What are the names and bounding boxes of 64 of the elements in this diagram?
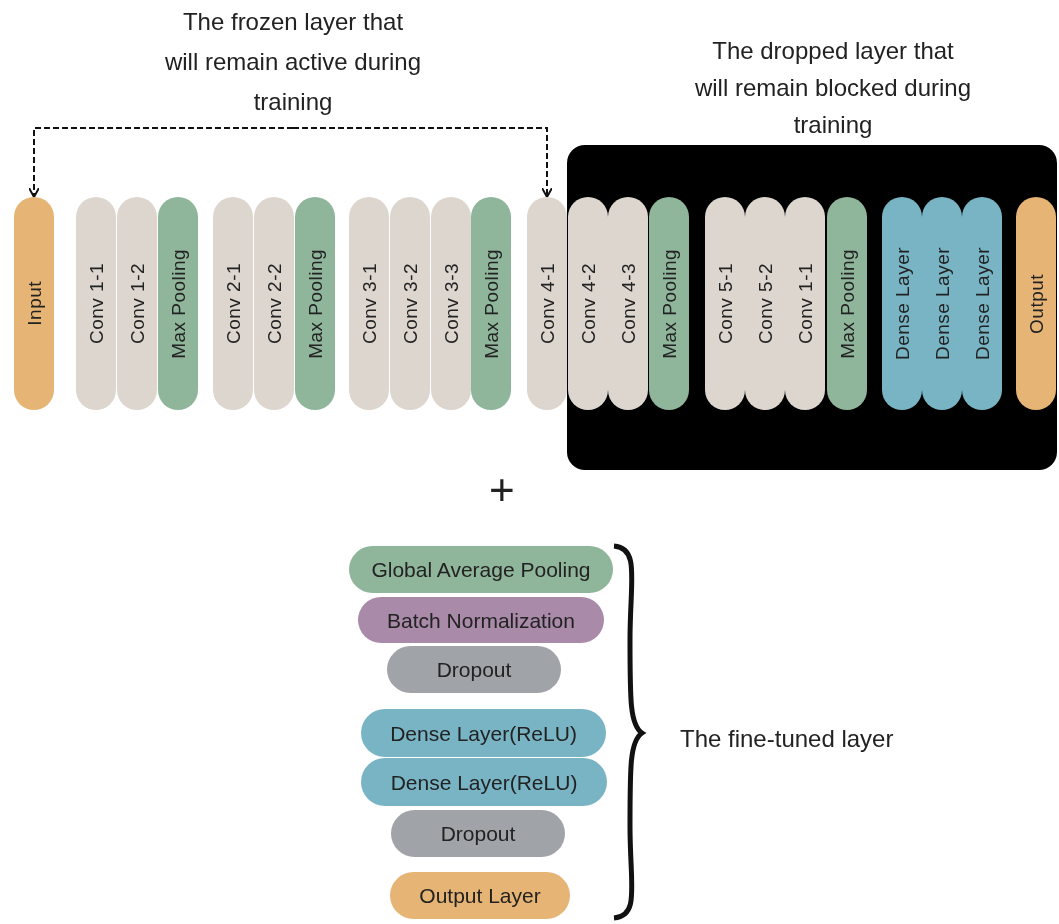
layer-pill bbox=[568, 197, 608, 410]
layer-pill bbox=[391, 810, 565, 857]
layer-label: Input bbox=[24, 281, 44, 326]
layer-label: Output Layer bbox=[419, 885, 541, 906]
layer-pill bbox=[295, 197, 335, 410]
layer-label: Conv 2-1 bbox=[223, 263, 243, 344]
layer-pill bbox=[608, 197, 648, 410]
layer-pill bbox=[785, 197, 825, 410]
layer-label: Conv 4-3 bbox=[618, 263, 638, 344]
layer-pill bbox=[705, 197, 745, 410]
layer-pill bbox=[361, 758, 607, 806]
layer-label: Max Pooling bbox=[168, 248, 188, 359]
layer-label: Conv 5-2 bbox=[755, 263, 775, 344]
layer-label: Conv 1-1 bbox=[795, 263, 815, 344]
dashed-arrow bbox=[292, 127, 553, 198]
layer-pill bbox=[349, 197, 389, 410]
layer-label: Conv 5-1 bbox=[715, 263, 735, 344]
layer-label: Dense Layer bbox=[932, 247, 952, 360]
caption-text: The dropped layer that will remain blocked during training bbox=[693, 36, 973, 140]
layer-label: Conv 1-2 bbox=[127, 263, 147, 344]
plus-sign: + bbox=[489, 468, 515, 512]
layer-label: Conv 3-3 bbox=[441, 263, 461, 344]
layer-label: Max Pooling bbox=[305, 248, 325, 359]
layer-label: Conv 4-1 bbox=[537, 263, 557, 344]
layer-label: Dense Layer bbox=[972, 247, 992, 360]
layer-label: Max Pooling bbox=[837, 248, 857, 359]
layer-pill bbox=[962, 197, 1002, 410]
layer-pill bbox=[471, 197, 511, 410]
layer-pill bbox=[827, 197, 867, 410]
layer-pill bbox=[390, 872, 570, 919]
layer-label: Conv 2-2 bbox=[264, 263, 284, 344]
caption-text: The frozen layer that will remain active during training bbox=[163, 2, 423, 122]
layer-pill bbox=[213, 197, 253, 410]
layer-label: Conv 3-2 bbox=[400, 263, 420, 344]
layer-label: Global Average Pooling bbox=[371, 559, 591, 580]
layer-label: Conv 1-1 bbox=[86, 263, 106, 344]
layer-label: Dense Layer(ReLU) bbox=[390, 722, 577, 744]
layer-label: Dense Layer(ReLU) bbox=[390, 771, 578, 793]
layer-pill bbox=[649, 197, 689, 410]
bracket-label: The fine-tuned layer bbox=[680, 727, 894, 751]
layer-label: Max Pooling bbox=[659, 248, 679, 359]
dashed-arrow bbox=[28, 127, 294, 198]
layer-label: Batch Normalization bbox=[387, 609, 575, 631]
layer-pill bbox=[117, 197, 157, 410]
layer-label: Dropout bbox=[436, 659, 512, 680]
layer-pill bbox=[527, 197, 567, 410]
layer-pill bbox=[76, 197, 116, 410]
layer-pill bbox=[254, 197, 294, 410]
layer-label: Dropout bbox=[440, 823, 516, 844]
layer-pill bbox=[1016, 197, 1056, 410]
layer-label: Output bbox=[1026, 273, 1046, 334]
layer-pill bbox=[390, 197, 430, 410]
layer-pill bbox=[158, 197, 198, 410]
layer-pill bbox=[431, 197, 471, 410]
layer-pill bbox=[387, 646, 561, 693]
layer-pill bbox=[358, 597, 604, 643]
layer-pill bbox=[882, 197, 922, 410]
layer-pill bbox=[14, 197, 54, 410]
layer-label: Dense Layer bbox=[892, 247, 912, 360]
layer-pill bbox=[349, 546, 613, 593]
layer-label: Conv 4-2 bbox=[578, 263, 598, 344]
layer-pill bbox=[361, 709, 606, 757]
layer-label: Max Pooling bbox=[481, 248, 501, 359]
layer-label: Conv 3-1 bbox=[359, 263, 379, 344]
